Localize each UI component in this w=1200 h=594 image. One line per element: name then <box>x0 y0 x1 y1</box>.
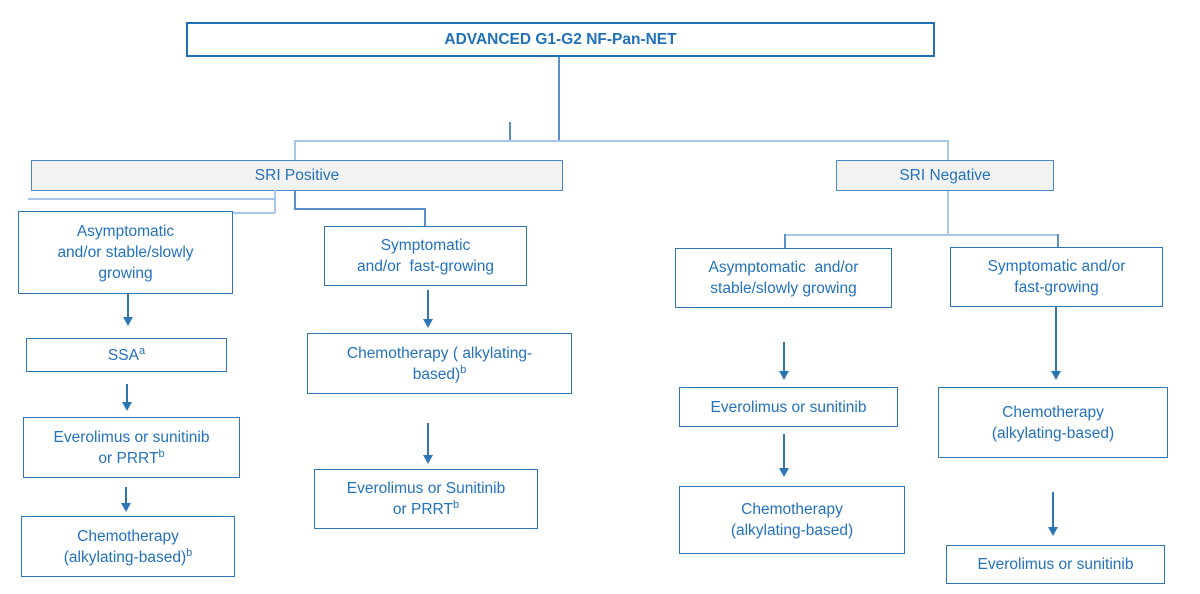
arrow-chemotherapy-far-right-head <box>1051 371 1061 380</box>
box-everolimus-prrt-mid: Everolimus or Sunitinib or PRRTb <box>314 469 538 529</box>
arrow-ssa-head <box>123 317 133 326</box>
box-symptomatic-right: Symptomatic and/or fast-growing <box>950 247 1163 307</box>
arrow-everolimus-right <box>783 342 785 371</box>
arrow-everolimus-right-head <box>779 371 789 380</box>
arrow-everolimus-mid-head <box>423 455 433 464</box>
box-chemotherapy-right: Chemotherapy (alkylating-based) <box>679 486 905 554</box>
footnote-a: a <box>138 344 146 357</box>
box-asymptomatic-right: Asymptomatic and/or stable/slowly growin… <box>675 248 892 308</box>
title-text: ADVANCED G1-G2 NF-Pan-NET <box>444 31 677 48</box>
box-ssa: SSAa <box>26 338 227 372</box>
arrow-chemotherapy-left-head <box>121 503 131 512</box>
connector-title-drop <box>558 57 560 140</box>
sri-negative-header: SRI Negative <box>836 160 1054 191</box>
connector-asymptomatic-stub <box>274 190 276 213</box>
connector-asymptomatic-horizontal <box>28 198 275 200</box>
box-everolimus-far-right: Everolimus or sunitinib <box>946 545 1165 584</box>
arrow-chemotherapy-far-right <box>1055 307 1057 371</box>
sri-positive-label: SRI Positive <box>254 167 340 184</box>
connector-title-tick <box>509 122 511 140</box>
sri-positive-header: SRI Positive <box>31 160 563 191</box>
connector-symptomatic-horizontal <box>294 208 426 210</box>
box-symptomatic-mid: Symptomatic and/or fast-growing <box>324 226 527 286</box>
connector-sri-positive-drop <box>294 140 296 160</box>
arrow-ssa <box>127 294 129 317</box>
footnote-b: b <box>186 546 193 559</box>
footnote-b: b <box>460 363 467 376</box>
arrow-chemotherapy-left <box>125 487 127 503</box>
footnote-b: b <box>452 498 460 511</box>
box-chemotherapy-left: Chemotherapy (alkylating-based)b <box>21 516 235 577</box>
arrow-everolimus-prrt-head <box>122 402 132 411</box>
connector-symptomatic-stub <box>294 191 296 208</box>
arrow-chemotherapy-right-head <box>779 468 789 477</box>
arrow-everolimus-mid <box>427 423 429 455</box>
box-asymptomatic-left: Asymptomatic and/or stable/slowly growin… <box>18 211 233 294</box>
connector-sri-negative-horizontal <box>785 234 1058 236</box>
connector-sri-negative-stem <box>947 191 949 234</box>
arrow-chemotherapy-mid-head <box>423 319 433 328</box>
arrow-chemotherapy-right <box>783 434 785 468</box>
connector-sri-negative-drop <box>947 140 949 160</box>
arrow-everolimus-far-right-head <box>1048 527 1058 536</box>
box-chemotherapy-mid: Chemotherapy ( alkylating- based)b <box>307 333 572 394</box>
sri-negative-label: SRI Negative <box>899 167 991 184</box>
title-box: ADVANCED G1-G2 NF-Pan-NET <box>186 22 935 57</box>
arrow-everolimus-prrt <box>126 384 128 402</box>
connector-symptomatic-drop <box>424 208 426 226</box>
box-everolimus-prrt: Everolimus or sunitinib or PRRTb <box>23 417 240 478</box>
arrow-chemotherapy-mid <box>427 290 429 319</box>
connector-symptomatic-right-drop <box>1057 234 1059 247</box>
footnote-b: b <box>158 447 165 460</box>
connector-branch-horizontal <box>295 140 948 142</box>
box-everolimus-right: Everolimus or sunitinib <box>679 387 898 427</box>
connector-asymptomatic-right-drop <box>784 234 786 248</box>
box-chemotherapy-far-right: Chemotherapy (alkylating-based) <box>938 387 1168 458</box>
arrow-everolimus-far-right <box>1052 492 1054 527</box>
